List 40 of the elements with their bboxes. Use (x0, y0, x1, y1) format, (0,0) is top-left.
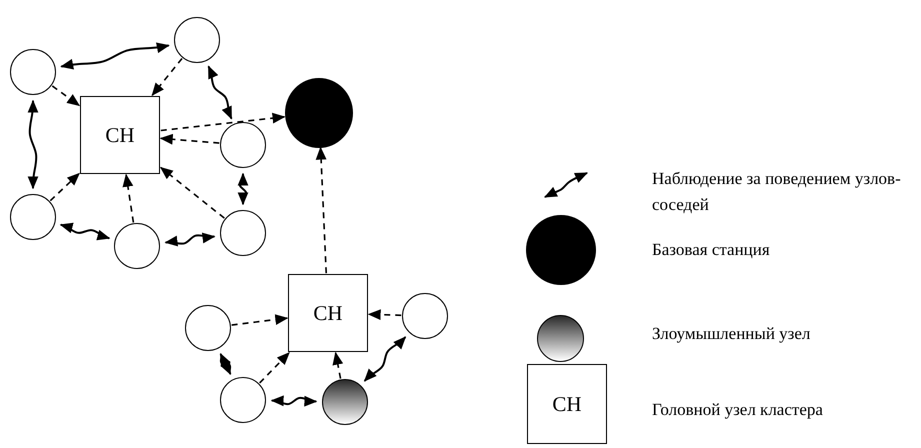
node-label: CH (105, 124, 135, 146)
neighbor-monitoring-arrow (60, 222, 110, 240)
sensor-node (10, 194, 56, 240)
arrow (316, 146, 327, 274)
cluster-head-box (288, 274, 368, 352)
arrow (160, 112, 286, 132)
neighbor-monitoring-arrow (220, 352, 232, 376)
arrow (52, 85, 80, 106)
sensor-node (174, 17, 220, 63)
neighbor-monitoring-arrow (28, 100, 38, 190)
sensor-node (114, 223, 160, 269)
arrow (232, 314, 288, 326)
sensor-node (402, 293, 448, 339)
arrow (332, 352, 344, 379)
node-label: CH (313, 302, 343, 324)
cluster-head-box (80, 96, 160, 174)
arrow (160, 134, 220, 145)
legend-text: Наблюдение за поведением узлов-соседей (652, 168, 902, 216)
malicious-node (322, 379, 368, 425)
arrow (50, 172, 80, 202)
sensor-node (185, 305, 231, 351)
arrow (368, 309, 402, 320)
arrow (160, 166, 225, 219)
neighbor-monitoring-arrow (60, 42, 170, 70)
sensor-node (220, 377, 266, 423)
legend-text: Базовая станция (652, 239, 771, 261)
legend-text: Злоумышленный узел (652, 323, 812, 345)
sensor-node (10, 49, 56, 95)
sensor-node (220, 210, 266, 256)
neighbor-monitoring-arrow (364, 336, 406, 382)
arrow (122, 174, 134, 223)
neighbor-monitoring-arrow (270, 395, 318, 407)
neighbor-monitoring-arrow (164, 232, 216, 246)
legend-text: Головной узел кластера (652, 399, 824, 421)
sensor-node (220, 122, 266, 168)
neighbor-monitoring-arrow (238, 172, 248, 206)
legend-sample-label: CH (552, 392, 582, 416)
neighbor-monitoring-arrow (208, 65, 232, 120)
arrow (152, 58, 183, 96)
arrow (259, 352, 290, 384)
